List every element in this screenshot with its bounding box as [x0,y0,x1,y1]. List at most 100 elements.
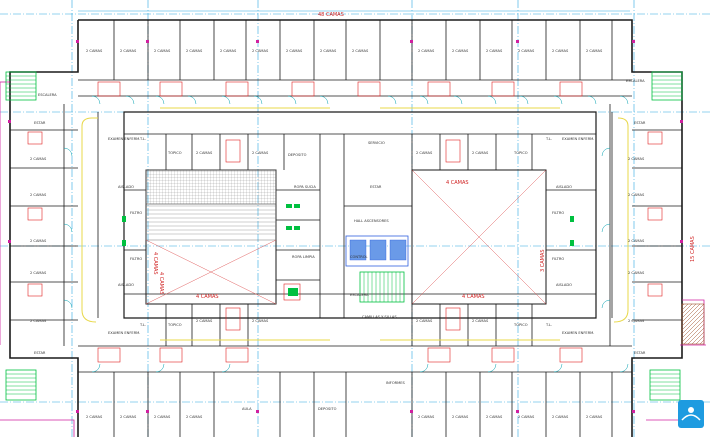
room-label: 2 CAMAS [220,49,237,53]
room-label: 2 CAMAS [486,49,503,53]
courtyard-left-camas-label: 4 CAMAS [152,252,158,275]
corridor-outlines [81,107,629,341]
room-label: DEPOSITO [318,407,337,411]
informes-label: INFORMES [386,381,406,385]
topico-label: TOPICO [167,323,182,327]
room-label: 2 CAMAS [320,49,337,53]
ropa-sucia-label: ROPA SUCIA [294,185,316,189]
room-label: 2 CAMAS [518,49,535,53]
stair-right-label: ESCALERA [626,79,645,83]
wing-walls [10,104,682,346]
room-label: 2 CAMAS [86,49,103,53]
topico-label: TOPICO [167,151,182,155]
top-room-walls [78,20,632,97]
hall-label: HALL ASCENSORES [354,219,389,223]
center-right-camas-label: 4 CAMAS [446,180,469,186]
room-label: 2 CAMAS [628,239,645,243]
control-label: CONTROL [350,255,368,259]
room-label: 2 CAMAS [472,319,489,323]
stair-top-right: ESCALERA [626,71,683,101]
aislado-label: AISLADO [118,185,134,189]
room-label: 2 CAMAS [86,415,103,419]
bottom-room-labels: 2 CAMAS 2 CAMAS 2 CAMAS 2 CAMAS AULA DEP… [86,407,603,419]
examen-label: EXAMEN ENFERM. [562,331,594,335]
room-label: 2 CAMAS [252,49,269,53]
room-label: 2 CAMAS [586,415,603,419]
room-label: 2 CAMAS [586,49,603,53]
room-label: AULA [242,407,252,411]
room-label: 2 CAMAS [452,49,469,53]
room-label: 2 CAMAS [120,49,137,53]
aislado-label: AISLADO [556,283,572,287]
room-label: 2 CAMAS [416,319,433,323]
courtyard-right-camas-label: 3 CAMAS [540,249,546,272]
tl-label: T.L. [545,323,552,327]
examen-label: EXAMEN ENFERM. [562,137,594,141]
center-left-camas-label: 4 CAMAS [196,294,219,300]
room-label: ESTAR [34,351,46,355]
room-label: ESTAR [634,121,646,125]
left-wing-labels: ESTAR 2 CAMAS 2 CAMAS 2 CAMAS 2 CAMAS 2 … [30,121,47,355]
room-label: 2 CAMAS [486,415,503,419]
stair-bottom-left [5,369,37,401]
room-label: 2 CAMAS [418,49,435,53]
lower-right-camas-label: 4 CAMAS [462,294,485,300]
aislado-label: AISLADO [118,283,134,287]
bathroom-fixtures [27,81,663,363]
ropa-limpia-label: ROPA LIMPIA [292,255,315,259]
room-label: 2 CAMAS [518,415,535,419]
stair-top-left: ESCALERA [5,71,57,101]
topico-label: TOPICO [513,151,528,155]
filtro-label: FILTRO [130,211,142,215]
room-label: 2 CAMAS [418,415,435,419]
logo-icon [678,400,704,428]
core-walls [124,133,596,346]
planter-hatch [681,303,705,345]
room-label: 2 CAMAS [120,415,137,419]
side-camas-label: 15 CAMAS [690,236,696,262]
examen-label: EXAMEN ENFERM. [108,137,140,141]
right-courtyard: 4 CAMAS 4 CAMAS [411,169,547,305]
room-label: 2 CAMAS [196,319,213,323]
room-label: 2 CAMAS [628,157,645,161]
equipment-marks [122,204,574,296]
servicio-label: SERVICIO [368,141,385,145]
room-label: 2 CAMAS [416,151,433,155]
filtro-label: FILTRO [130,257,142,261]
room-label: ESTAR [634,351,646,355]
room-label: 2 CAMAS [286,49,303,53]
room-label: 2 CAMAS [30,239,47,243]
bottom-room-walls [78,345,632,437]
door-swings [63,95,629,373]
room-label: 2 CAMAS [452,415,469,419]
room-label: 2 CAMAS [628,193,645,197]
interior-labels: EXAMEN ENFERM. EXAMEN ENFERM. EXAMEN ENF… [108,137,594,385]
filtro-label: FILTRO [552,211,564,215]
camillas-label: CAMILLAS Y SILLAS [362,315,397,319]
estar-label: ESTAR [370,185,382,189]
room-label: 2 CAMAS [30,271,47,275]
tl-label: T.L. [545,137,552,141]
stair-left-label: ESCALERA [38,93,57,97]
left-courtyard: 4 CAMAS [145,169,277,305]
structural-columns [8,40,683,413]
room-label: 2 CAMAS [628,319,645,323]
room-label: 2 CAMAS [186,49,203,53]
room-label: 2 CAMAS [186,415,203,419]
room-label: 2 CAMAS [552,49,569,53]
room-label: 2 CAMAS [196,151,213,155]
examen-label: EXAMEN ENFERM. [108,331,140,335]
room-label: 2 CAMAS [472,151,489,155]
tl-label: T.L. [139,137,146,141]
stair-center-label: ESCALERA [350,293,369,297]
room-label: 2 CAMAS [30,157,47,161]
filtro-label: FILTRO [552,257,564,261]
stair-bottom-right [649,369,681,401]
room-label: 2 CAMAS [30,319,47,323]
aislado-label: AISLADO [556,185,572,189]
top-dimension: 48 CAMAS [78,10,630,18]
topico-label: TOPICO [513,323,528,327]
top-room-labels: 2 CAMAS 2 CAMAS 2 CAMAS 2 CAMAS 2 CAMAS … [86,49,603,53]
room-label: 2 CAMAS [552,415,569,419]
